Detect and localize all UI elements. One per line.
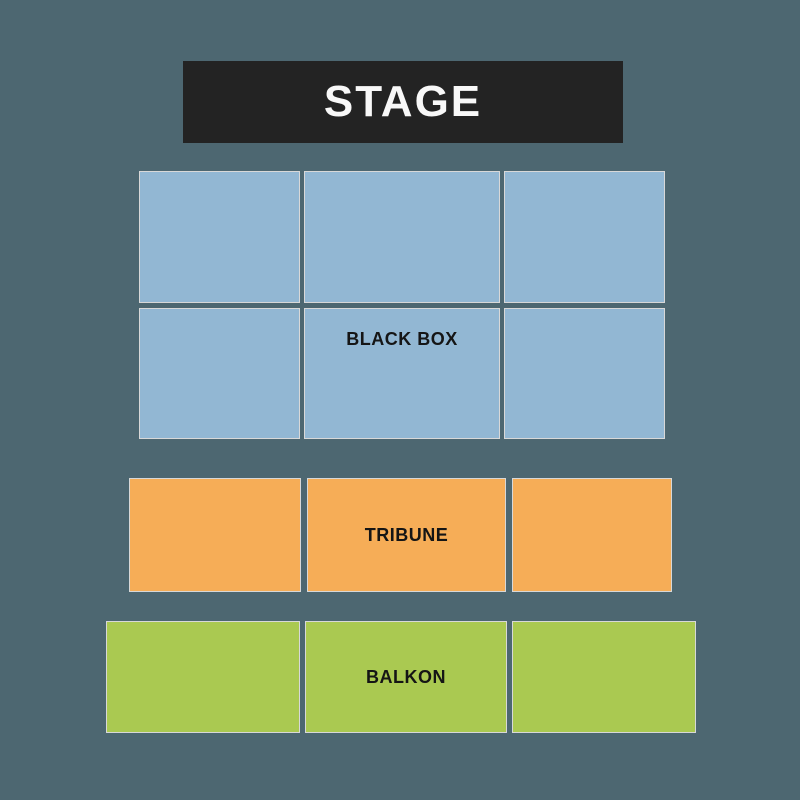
balkon-cell-c2[interactable]: BALKON [305,621,507,733]
black-box-cell-r1c1[interactable] [139,171,300,303]
balkon-cell-c1[interactable] [106,621,300,733]
section-balkon: BALKON [106,621,696,733]
stage-block: STAGE [183,61,623,143]
tribune-cell-c3[interactable] [512,478,672,592]
tribune-cell-c1[interactable] [129,478,301,592]
tribune-cell-c2[interactable]: TRIBUNE [307,478,506,592]
stage-label: STAGE [323,77,483,126]
section-tribune: TRIBUNE [129,478,672,592]
balkon-label: BALKON [366,666,446,687]
black-box-cell-r2c1[interactable] [139,307,300,439]
black-box-cell-r2c3[interactable] [504,307,665,439]
tribune-label: TRIBUNE [364,524,449,545]
section-black-box: BLACK BOX [139,171,665,439]
black-box-cell-r1c2[interactable] [304,171,500,303]
balkon-cell-c3[interactable] [512,621,696,733]
black-box-cell-r1c3[interactable] [504,171,665,303]
black-box-cell-r2c2[interactable] [304,307,500,439]
